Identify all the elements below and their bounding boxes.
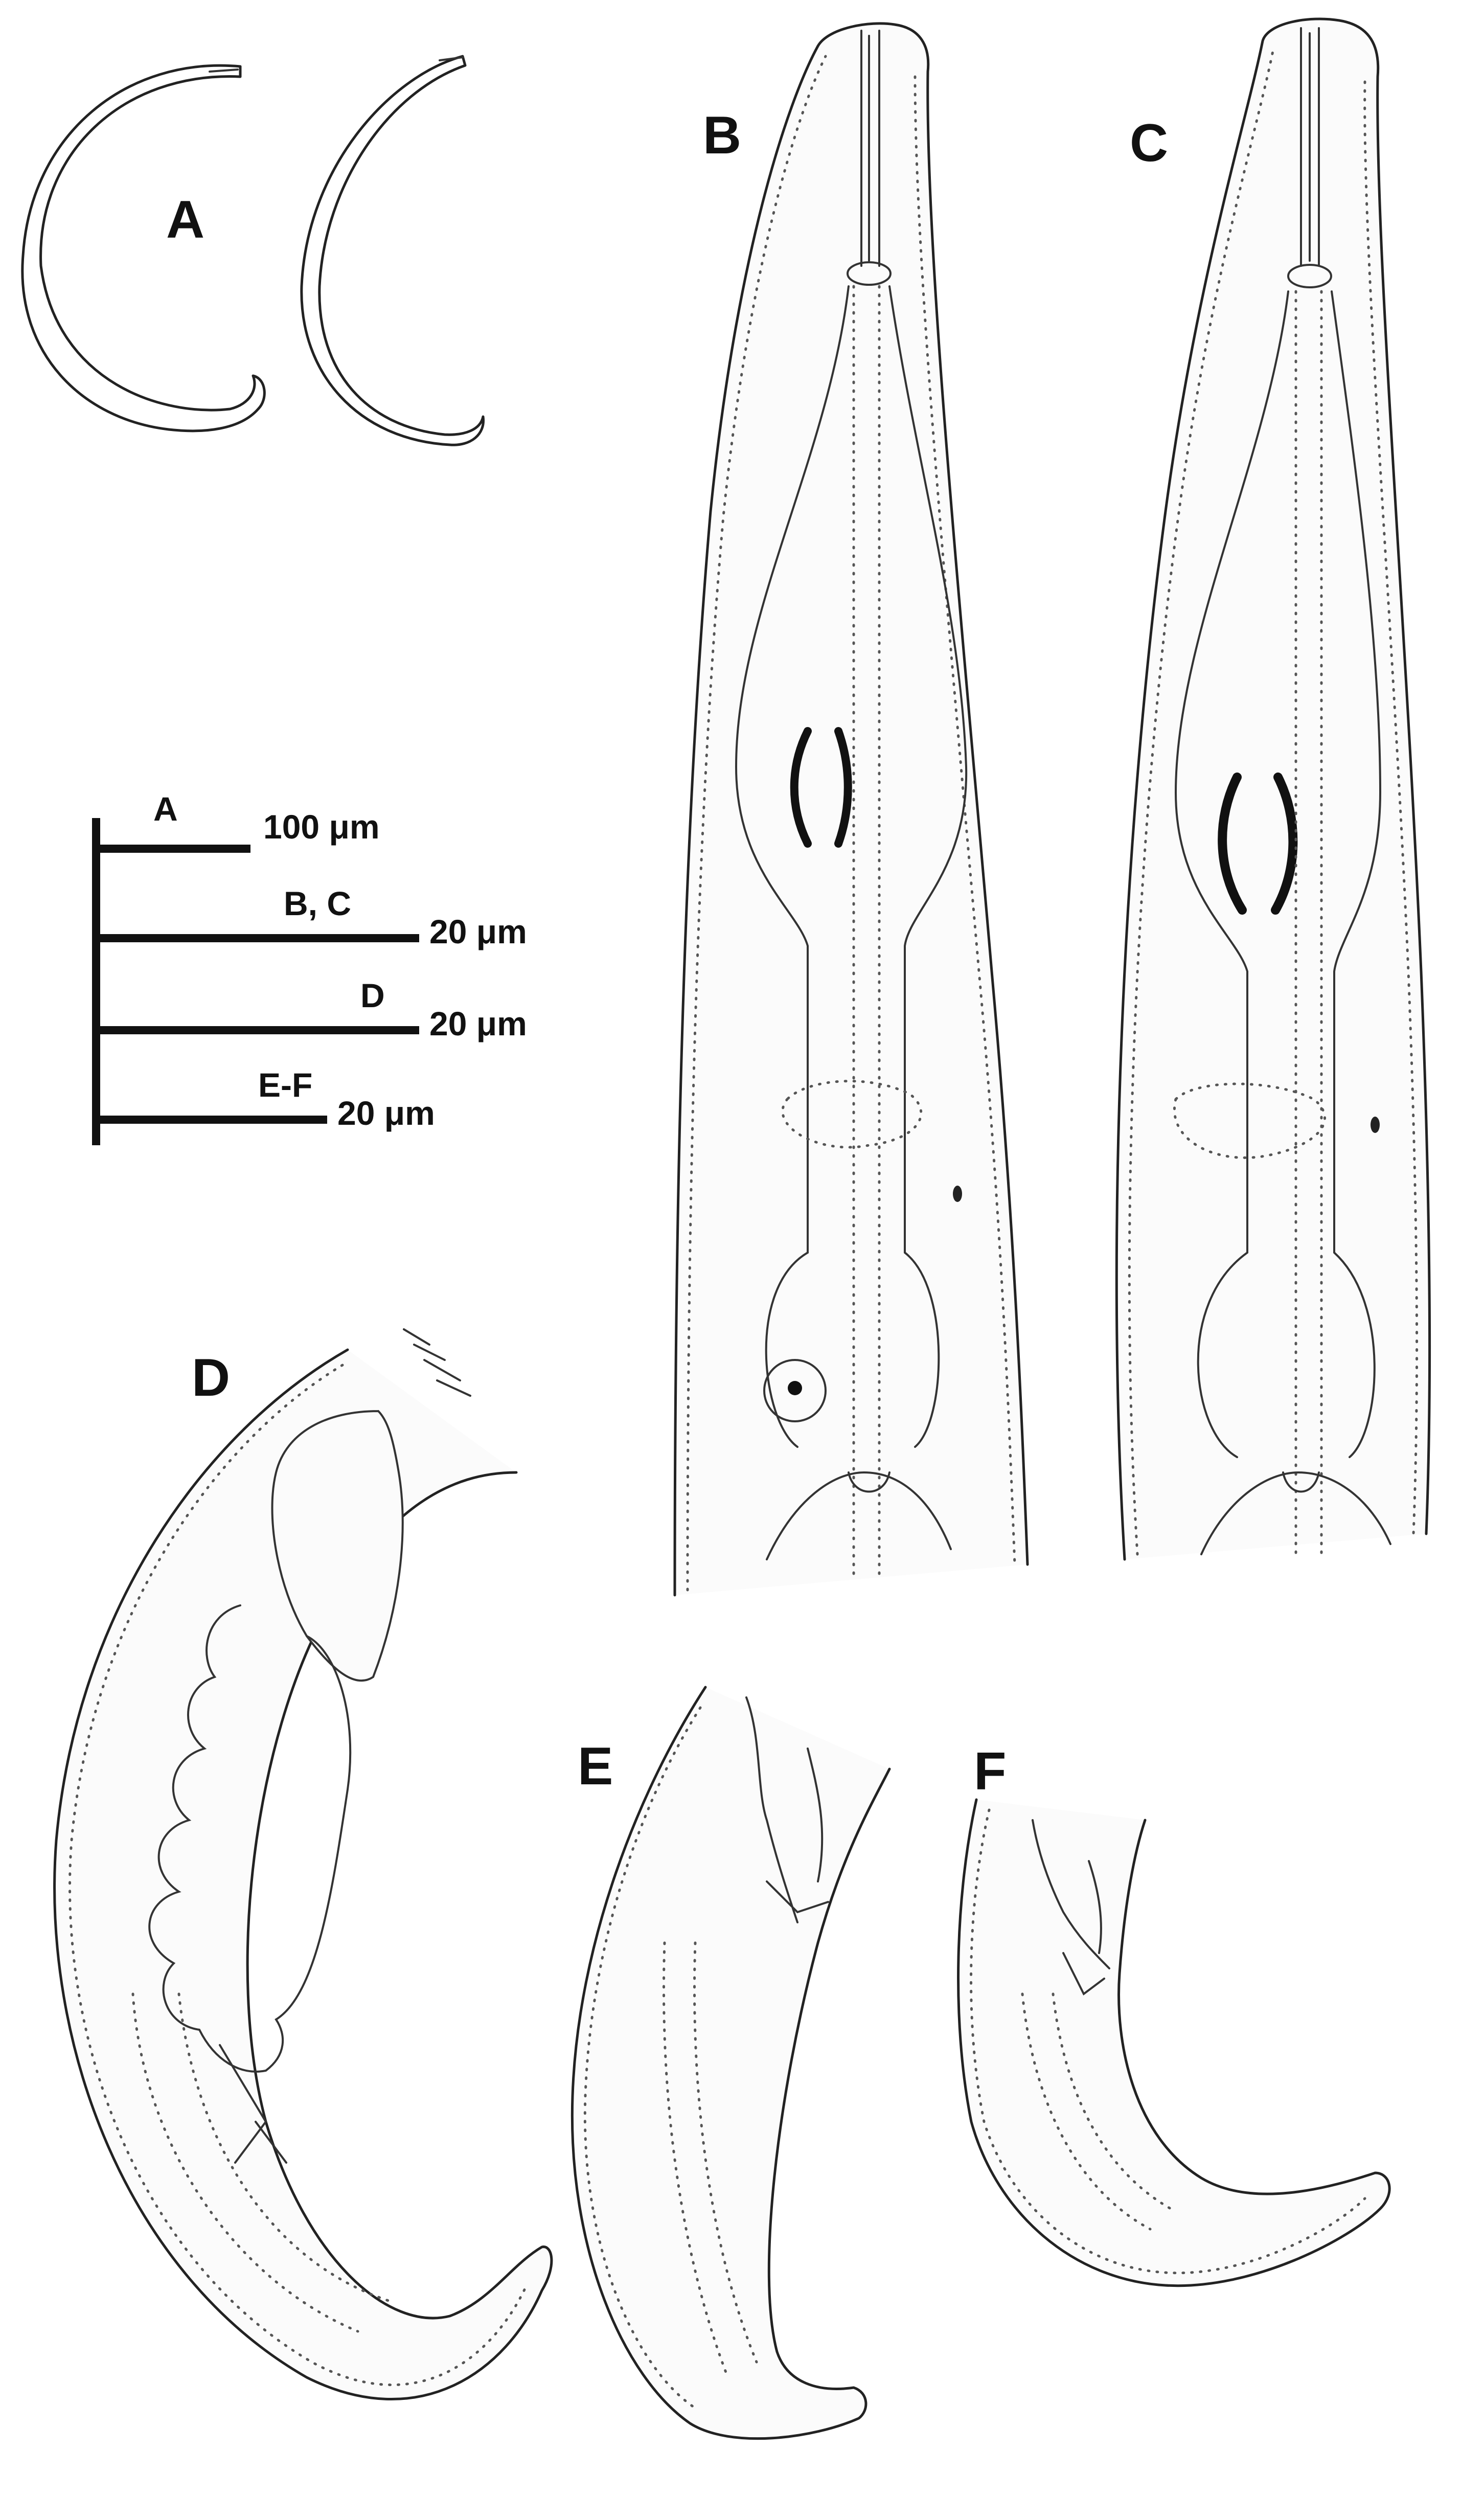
panel-b-stylet: [860, 30, 880, 267]
scale-bars: A 100 μm B, C 20 μm D 20 μm E-F 20 μm: [92, 790, 527, 1145]
worm-a2-head: [439, 56, 464, 61]
panel-c-cuticle-dots: [1128, 50, 1274, 1556]
scale-value-e-f: 20 μm: [337, 1094, 435, 1132]
panel-d-head-lines: [403, 1328, 471, 1397]
panel-b-gland-nucleolus: [788, 1381, 802, 1395]
scale-value-a: 100 μm: [263, 808, 380, 846]
panel-c-basal-bulb-junction: [1200, 1471, 1391, 1555]
panel-b-median-bulb-valve: [790, 727, 852, 848]
worm-a1-outline: [21, 64, 266, 433]
panel-c-body-outline: [1115, 17, 1431, 1561]
panel-e-cuticle-dots: [583, 1706, 702, 2410]
panel-d-spermatheca: [271, 1410, 404, 1682]
panel-b-nerve-ring: [781, 1080, 923, 1149]
panel-c-nerve-ring: [1173, 1082, 1326, 1159]
panel-f-inner-dots: [1021, 1992, 1172, 2231]
panel-e-body-outline: [570, 1686, 891, 2440]
panel-b-pharynx-lumen: [852, 285, 881, 1576]
panel-c-stylet: [1300, 27, 1320, 267]
panel-b-body-outline: [673, 22, 1029, 1597]
panel-c-pharynx-lumen: [1294, 290, 1323, 1556]
panel-b-excretory-pore: [953, 1186, 962, 1202]
panel-b-basal-bulb-junction: [766, 1471, 952, 1560]
panel-f-cuticle-dots: [970, 1808, 1366, 2275]
panel-c-excretory-pore: [1371, 1117, 1380, 1133]
panel-b-cuticle-dots: [686, 55, 827, 1592]
panel-d-cuticle-dots: [69, 1364, 528, 2387]
scale-label-d: D: [360, 977, 385, 1014]
panel-b-gland-nucleus: [763, 1359, 827, 1422]
scale-label-a: A: [153, 790, 178, 828]
panel-d-ovary-chambers: [148, 1604, 352, 2073]
panel-b-pharynx: [735, 285, 968, 1448]
worm-a1-head: [209, 69, 239, 73]
panel-c-anterior-region: C: [1115, 17, 1431, 1561]
panel-d-vulva: [219, 2044, 287, 2164]
panel-label-a: A: [166, 190, 204, 249]
panel-f-gland-structure: [1032, 1819, 1110, 1996]
worm-a2-outline: [300, 55, 485, 446]
panel-b-stylet-knobs: [847, 261, 892, 286]
panel-c-pharynx: [1174, 290, 1382, 1458]
scale-label-b-c: B, C: [284, 884, 351, 922]
scale-value-d: 20 μm: [429, 1005, 527, 1042]
panel-e-gland-structure: [745, 1696, 829, 1923]
panel-label-c: C: [1130, 114, 1168, 173]
panel-c-median-bulb-valve: [1218, 773, 1298, 915]
panel-label-f: F: [974, 1742, 1007, 1801]
panel-c-stylet-knobs: [1287, 264, 1332, 288]
panel-f-body-outline: [957, 1798, 1391, 2287]
panel-b-cuticle-dots-right: [914, 75, 1016, 1566]
panel-d-inner-dots: [131, 1992, 390, 2333]
panel-e-tail-region: E: [570, 1686, 891, 2440]
panel-a-whole-worms: A: [21, 55, 485, 446]
panel-label-e: E: [578, 1737, 613, 1796]
panel-f-tail-region: F: [957, 1742, 1391, 2287]
panel-c-cuticle-dots-right: [1363, 80, 1419, 1535]
scale-value-b-c: 20 μm: [429, 913, 527, 950]
panel-b-anterior-region: B: [673, 22, 1029, 1597]
panel-label-d: D: [192, 1348, 230, 1408]
panel-d-posterior-region: D: [53, 1328, 553, 2401]
panel-label-b: B: [703, 106, 741, 165]
panel-e-inner-dots: [663, 1941, 758, 2374]
scale-label-e-f: E-F: [258, 1066, 312, 1104]
panel-d-body-outline: [53, 1348, 553, 2401]
